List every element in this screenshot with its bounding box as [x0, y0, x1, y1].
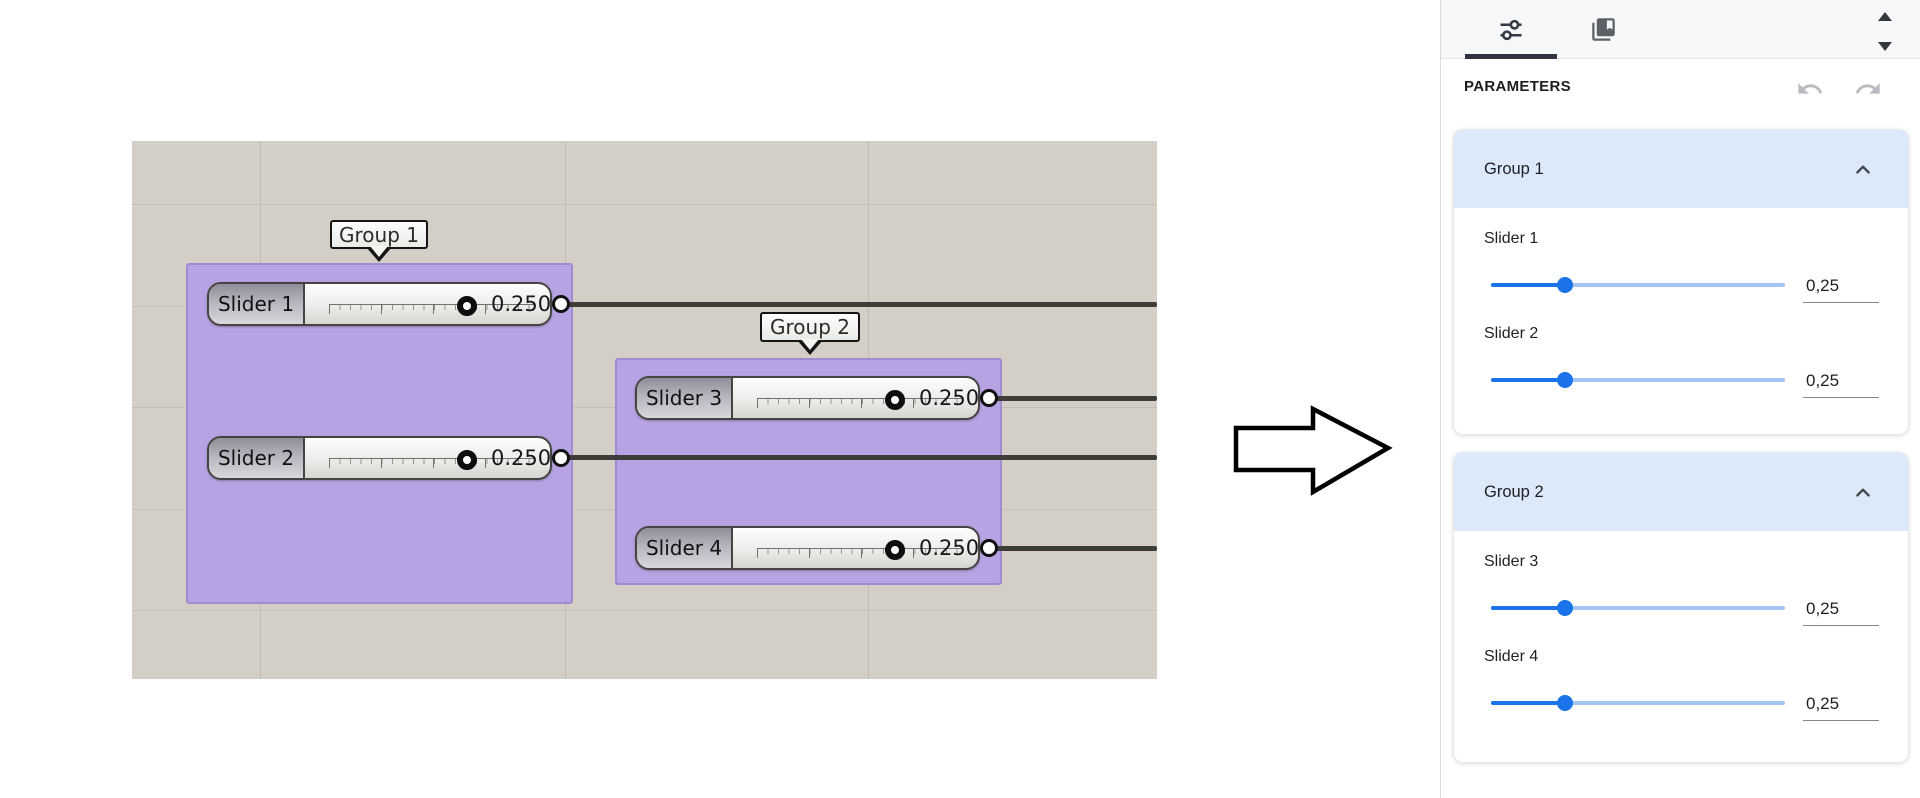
tab-parameters[interactable] [1465, 0, 1557, 59]
book-icon [1591, 18, 1615, 41]
slider-rail[interactable]: 0.250 [305, 284, 552, 324]
group-1-header[interactable]: Group 1 [1454, 130, 1908, 208]
slider-name-plate: Slider 1 [209, 284, 305, 324]
wire-slider-2 [554, 455, 1157, 460]
slider-value: 0.250 [919, 536, 980, 560]
slider-thumb[interactable] [1557, 372, 1573, 388]
gh-slider-2[interactable]: Slider 2 0.250 [207, 436, 552, 480]
output-port[interactable] [980, 389, 998, 407]
slider-value: 0.250 [491, 446, 552, 470]
wire-slider-3 [982, 396, 1157, 401]
slider-grip[interactable] [885, 540, 905, 560]
param-value-input[interactable] [1803, 594, 1879, 626]
undo-button[interactable] [1796, 75, 1824, 103]
output-port[interactable] [980, 539, 998, 557]
output-port[interactable] [552, 295, 570, 313]
slider-name-plate: Slider 4 [637, 528, 733, 568]
undo-icon [1798, 83, 1823, 94]
param-group-card-1: Group 1 Slider 1 Slider 2 [1453, 129, 1909, 435]
group-title: Group 2 [1484, 482, 1544, 501]
slider-grip[interactable] [457, 296, 477, 316]
slider-rail[interactable]: 0.250 [305, 438, 552, 478]
slider-rail[interactable]: 0.250 [733, 528, 980, 568]
param-group-card-2: Group 2 Slider 3 Slider 4 [1453, 452, 1909, 763]
wire-slider-1 [554, 302, 1157, 307]
param-value-input[interactable] [1803, 271, 1879, 303]
chevron-up-icon [1856, 165, 1870, 174]
slider-value: 0.250 [491, 292, 552, 316]
param-label: Slider 3 [1484, 553, 1539, 570]
slider-track[interactable] [1491, 606, 1785, 610]
panel-tab-bar [1441, 0, 1920, 59]
slider-thumb[interactable] [1557, 600, 1573, 616]
active-tab-indicator [1465, 54, 1557, 59]
slider-rail[interactable]: 0.250 [733, 378, 980, 418]
slider-track[interactable] [1491, 283, 1785, 287]
param-label: Slider 1 [1484, 230, 1539, 247]
param-slider-row [1454, 688, 1908, 722]
tab-library[interactable] [1557, 0, 1649, 59]
grasshopper-canvas[interactable]: Group 1 Group 2 Slider 1 [132, 141, 1157, 679]
param-label: Slider 4 [1484, 648, 1539, 665]
chevron-up-icon [1856, 488, 1870, 497]
slider-name-plate: Slider 2 [209, 438, 305, 478]
right-arrow-icon [1233, 405, 1393, 496]
slider-value: 0.250 [919, 386, 980, 410]
slider-grip[interactable] [885, 390, 905, 410]
grid-line [132, 610, 1157, 611]
slider-name-plate: Slider 3 [637, 378, 733, 418]
group-2-header[interactable]: Group 2 [1454, 453, 1908, 531]
group-label-balloon: Group 2 [760, 312, 860, 355]
parameters-header: PARAMETERS [1441, 70, 1920, 106]
param-value-input[interactable] [1803, 689, 1879, 721]
slider-track[interactable] [1491, 378, 1785, 382]
slider-track[interactable] [1491, 701, 1785, 705]
slider-thumb[interactable] [1557, 277, 1573, 293]
group-label-balloon: Group 1 [330, 220, 428, 262]
gh-slider-4[interactable]: Slider 4 0.250 [635, 526, 980, 570]
param-label: Slider 2 [1484, 325, 1539, 342]
group-title: Group 1 [1484, 159, 1544, 178]
panel-title: PARAMETERS [1464, 78, 1571, 95]
group-label: Group 1 [339, 222, 419, 247]
gh-slider-1[interactable]: Slider 1 0.250 [207, 282, 552, 326]
redo-icon [1855, 83, 1880, 94]
scroll-up-arrow[interactable] [1878, 12, 1892, 21]
slider-grip[interactable] [457, 450, 477, 470]
output-port[interactable] [552, 449, 570, 467]
slider-thumb[interactable] [1557, 695, 1573, 711]
param-slider-row [1454, 365, 1908, 399]
tune-icon [1500, 19, 1522, 40]
group-label: Group 2 [770, 315, 850, 339]
scroll-down-arrow[interactable] [1878, 42, 1892, 51]
param-value-input[interactable] [1803, 366, 1879, 398]
grid-line [132, 204, 1157, 205]
gh-slider-3[interactable]: Slider 3 0.250 [635, 376, 980, 420]
parameters-panel: PARAMETERS Group 1 Slider 1 [1440, 0, 1920, 798]
wire-slider-4 [982, 546, 1157, 551]
redo-button[interactable] [1854, 75, 1882, 103]
param-slider-row [1454, 593, 1908, 627]
param-slider-row [1454, 270, 1908, 304]
